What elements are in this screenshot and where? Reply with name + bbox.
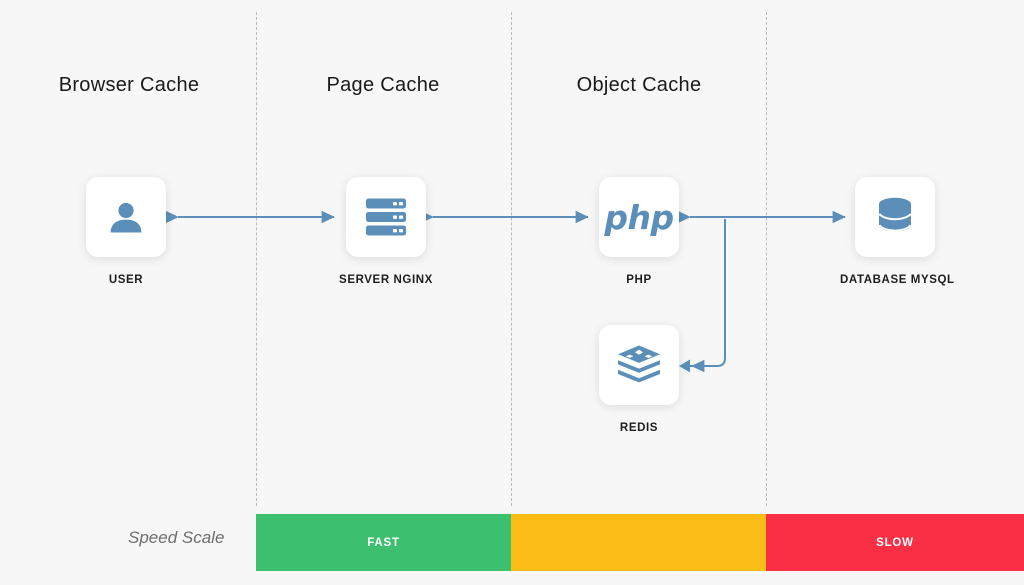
node-server-nginx[interactable]: SERVER NGINX	[331, 177, 441, 286]
zone-divider-2	[511, 12, 512, 506]
node-database-mysql[interactable]: DATABASE MYSQL	[840, 177, 955, 286]
redis-tile[interactable]	[599, 325, 679, 405]
php-logo-icon: php	[604, 197, 674, 237]
user-icon	[105, 196, 147, 238]
php-tile[interactable]: php	[599, 177, 679, 257]
node-redis[interactable]: REDIS	[584, 325, 694, 434]
node-label-php: PHP	[626, 274, 652, 286]
node-user[interactable]: USER	[71, 177, 181, 286]
redis-layers-icon	[616, 344, 662, 386]
speed-segment-slow: SLOW	[766, 514, 1024, 571]
server-rack-icon	[364, 197, 408, 237]
node-label-redis: REDIS	[619, 422, 659, 434]
zone-title-browser-cache: Browser Cache	[58, 74, 200, 96]
database-tile[interactable]	[855, 177, 935, 257]
zone-title-object-cache: Object Cache	[576, 74, 702, 96]
node-label-database-mysql: DATABASE MYSQL	[840, 274, 955, 286]
server-tile[interactable]	[346, 177, 426, 257]
zone-title-page-cache: Page Cache	[326, 74, 440, 96]
zone-divider-1	[256, 12, 257, 506]
speed-segment-medium	[511, 514, 766, 571]
speed-scale-bar: FAST SLOW	[256, 514, 1024, 571]
user-tile[interactable]	[86, 177, 166, 257]
database-cylinder-icon	[874, 195, 916, 239]
node-php[interactable]: php PHP	[584, 177, 694, 286]
node-label-user: USER	[108, 274, 144, 286]
node-label-server-nginx: SERVER NGINX	[339, 274, 433, 286]
speed-segment-fast: FAST	[256, 514, 511, 571]
speed-scale-label: Speed Scale	[128, 528, 225, 547]
zone-divider-3	[766, 12, 767, 506]
